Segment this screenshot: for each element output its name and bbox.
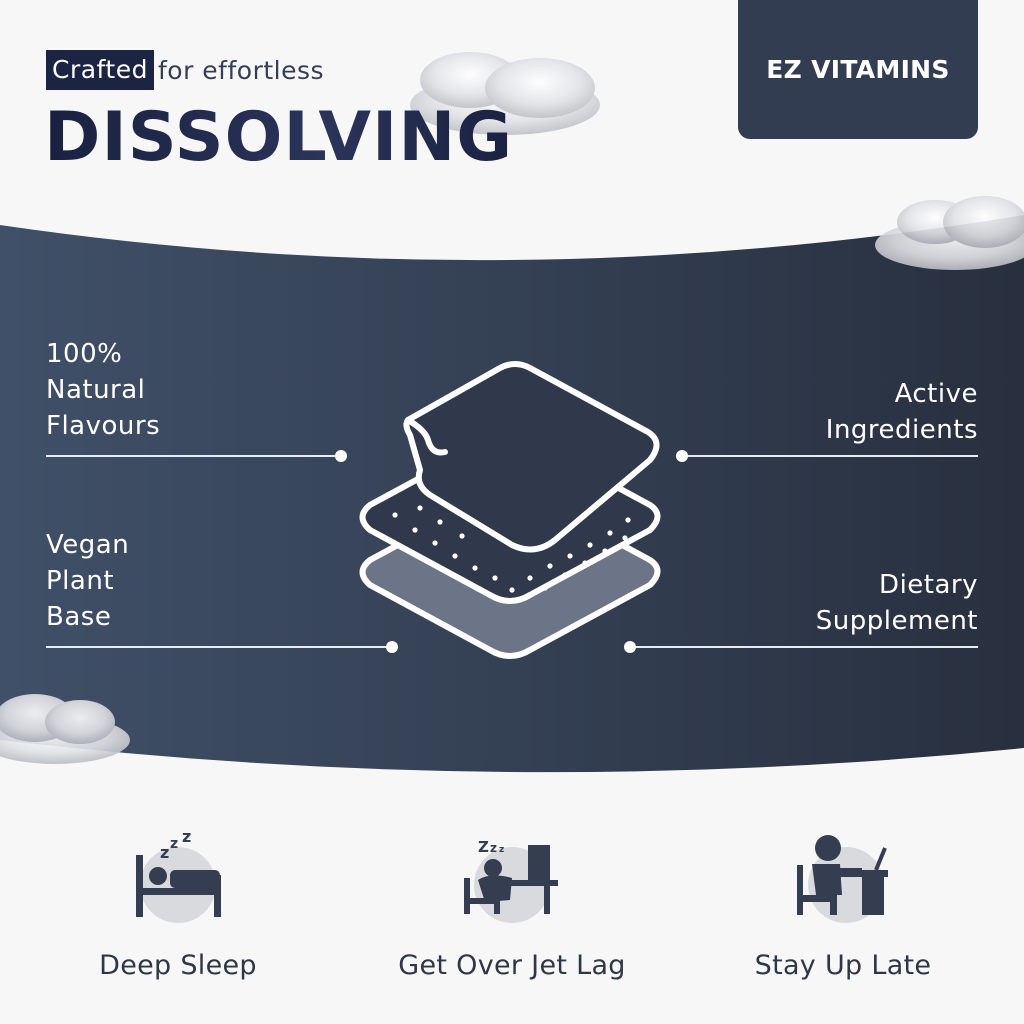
benefit-label-deep-sleep: Deep Sleep: [99, 950, 257, 981]
strip-dots: [392, 505, 631, 593]
leader-line-left-bottom: [46, 646, 391, 648]
brand-badge: EZ VITAMINS: [738, 0, 978, 139]
leader-dot-right-bottom: [624, 641, 636, 653]
benefit-label-jet-lag: Get Over Jet Lag: [398, 950, 626, 981]
cloud-left: [0, 694, 130, 764]
sleeping-person-icon: z z z: [136, 827, 221, 923]
feature-active-ingredients: Active Ingredients: [825, 379, 978, 445]
svg-text:z: z: [490, 841, 497, 855]
feature-vegan-plant-base: Vegan Plant Base: [46, 530, 130, 632]
benefit-label-stay-up-late: Stay Up Late: [754, 950, 932, 981]
svg-text:z: z: [499, 845, 504, 855]
svg-text:z: z: [170, 836, 178, 852]
tired-at-desk-icon: Z z z: [464, 838, 558, 923]
tagline-rest: for effortless: [157, 55, 325, 85]
headline: DISSOLVING: [44, 98, 514, 177]
leader-line-right-top: [684, 455, 978, 457]
svg-text:Z: Z: [478, 838, 489, 856]
feature-dietary-supplement: Dietary Supplement: [815, 570, 978, 636]
leader-dot-left-top: [335, 450, 347, 462]
tagline: Crafted for effortless: [46, 50, 324, 90]
svg-text:z: z: [182, 827, 191, 846]
cloud-right: [875, 196, 1024, 270]
feature-natural-flavours: 100% Natural Flavours: [46, 339, 161, 441]
leader-line-right-bottom: [632, 646, 978, 648]
leader-dot-left-bottom: [386, 641, 398, 653]
cloud-top: [410, 52, 600, 135]
brand-name: EZ VITAMINS: [766, 55, 950, 84]
working-late-icon: [797, 835, 888, 923]
tagline-highlight: Crafted: [46, 50, 154, 90]
svg-text:z: z: [160, 843, 169, 862]
leader-line-left-top: [46, 455, 340, 457]
leader-dot-right-top: [676, 450, 688, 462]
